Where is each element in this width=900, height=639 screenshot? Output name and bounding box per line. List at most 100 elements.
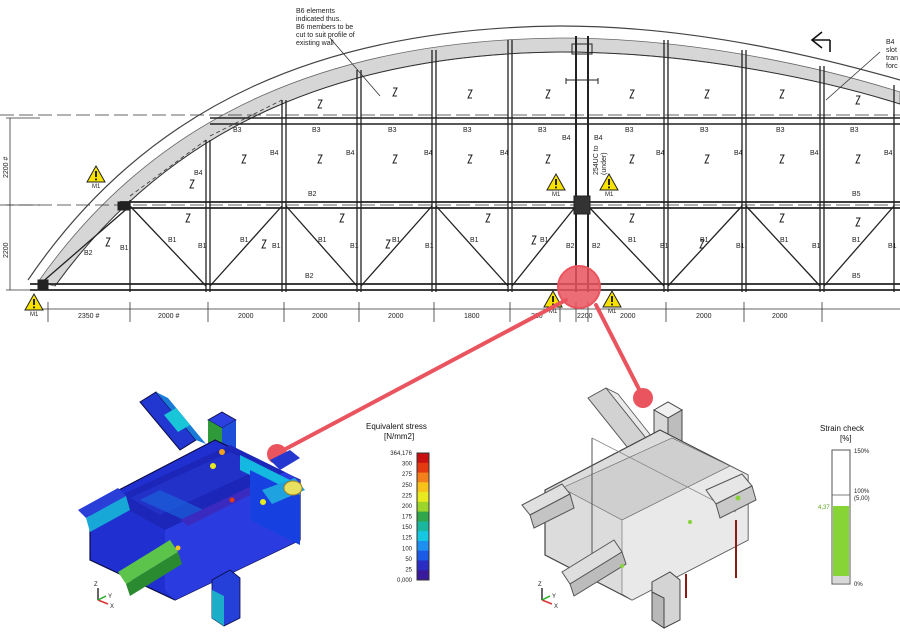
stress-color-segment	[417, 540, 429, 552]
svg-text:B4: B4	[656, 150, 665, 157]
warning-marker-2: M1	[24, 293, 44, 318]
svg-text:B5: B5	[852, 273, 861, 280]
stress-color-bar	[416, 452, 430, 581]
svg-text:B1: B1	[628, 237, 637, 244]
svg-text:B1: B1	[660, 243, 669, 250]
svg-text:B1: B1	[240, 237, 249, 244]
svg-text:B1: B1	[198, 243, 207, 250]
svg-text:B3: B3	[463, 127, 472, 134]
stress-color-segment	[417, 560, 429, 571]
stress-color-segment	[417, 550, 429, 561]
svg-text:X: X	[110, 604, 114, 610]
svg-text:Z: Z	[94, 582, 98, 588]
svg-text:B3: B3	[850, 127, 859, 134]
dim-labels: 2350 # 2000 # 2000 2000 2000 1800 220 22…	[78, 313, 788, 320]
stress-color-segment	[417, 531, 429, 542]
stress-color-segment	[417, 501, 429, 513]
stress-color-segment	[417, 453, 429, 464]
svg-text:2000: 2000	[238, 313, 254, 320]
svg-text:B4: B4	[734, 150, 743, 157]
svg-text:B4: B4	[562, 135, 571, 142]
svg-text:B1: B1	[852, 237, 861, 244]
svg-text:2000 #: 2000 #	[158, 313, 180, 320]
stress-tick-label: 0,000	[397, 578, 413, 584]
svg-text:B1: B1	[120, 245, 129, 252]
svg-text:B1: B1	[392, 237, 401, 244]
svg-text:B1: B1	[272, 243, 281, 250]
strain-bar-fill	[833, 506, 849, 576]
vertical-members	[129, 36, 895, 292]
svg-text:B3: B3	[776, 127, 785, 134]
svg-text:B5: B5	[852, 191, 861, 198]
warning-marker-4: M1	[599, 173, 619, 198]
svg-text:2000: 2000	[772, 313, 788, 320]
svg-text:M1: M1	[608, 309, 617, 315]
warning-marker-3: M1	[546, 173, 566, 198]
strain-bar-base	[833, 576, 849, 583]
note-b4: B4 slot tran forc	[886, 39, 900, 70]
svg-text:2000: 2000	[388, 313, 404, 320]
panel-marks	[105, 87, 861, 249]
svg-text:B1: B1	[736, 243, 745, 250]
section-arrow-icon	[810, 31, 831, 52]
svg-text:Y: Y	[108, 594, 112, 600]
svg-text:Y: Y	[552, 594, 556, 600]
stress-bar-frame	[416, 452, 430, 581]
structural-drawing: B6 elements indicated thus. B6 members t…	[0, 8, 900, 322]
stress-tick-label: 250	[402, 483, 413, 489]
stress-legend-title: Equivalent stress [N/mm2]	[366, 422, 429, 441]
svg-text:B3: B3	[700, 127, 709, 134]
callout-line-right	[594, 303, 645, 399]
strain-tick-100: 100%	[854, 489, 870, 495]
svg-text:M1: M1	[552, 192, 561, 198]
warning-marker-5: M1	[543, 290, 563, 315]
stress-ticks: 364,17630027525022520017515012510050250,…	[390, 451, 412, 584]
svg-text:B4: B4	[810, 150, 819, 157]
stress-tick-label: 100	[402, 546, 413, 552]
strain-tick-value: 4,37	[818, 505, 830, 511]
stress-tick-label: 200	[402, 504, 413, 510]
stress-legend: Equivalent stress [N/mm2] 364,1763002752…	[366, 422, 430, 584]
stress-tick-label: 275	[402, 472, 413, 478]
stress-color-segment	[417, 472, 429, 483]
chord-lines	[30, 117, 900, 291]
stress-tick-label: 125	[402, 536, 413, 542]
stress-color-segment	[417, 462, 429, 474]
arch-outer-line	[27, 25, 900, 281]
svg-text:Z: Z	[538, 582, 542, 588]
stress-color-segment	[417, 492, 429, 503]
strain-legend: Strain check [%] 150% 100% (5,00) 4,37 0…	[818, 424, 870, 588]
svg-text:B1: B1	[700, 237, 709, 244]
callout-lines	[276, 298, 645, 455]
axis-triad-right: Z Y X	[538, 582, 558, 610]
svg-text:B3: B3	[538, 127, 547, 134]
member-labels: B3 B3 B3 B3 B3 B3 B3 B3 B3 B2 B5 B2 B5 B…	[84, 127, 897, 280]
b6-members	[129, 99, 283, 197]
svg-text:2000: 2000	[312, 313, 328, 320]
svg-text:B2: B2	[84, 250, 93, 257]
leader-b6	[329, 37, 381, 97]
arch-inner-line	[54, 51, 900, 287]
svg-text:B2: B2	[566, 243, 575, 250]
svg-text:2350 #: 2350 #	[78, 313, 100, 320]
svg-text:B1: B1	[780, 237, 789, 244]
svg-text:B3: B3	[625, 127, 634, 134]
dim-v-1: 2200 #	[3, 156, 10, 178]
svg-text:B4: B4	[424, 150, 433, 157]
svg-text:B1: B1	[168, 237, 177, 244]
svg-text:B1: B1	[470, 237, 479, 244]
warning-marker-6: M1	[602, 290, 622, 315]
stress-tick-label: 300	[402, 462, 413, 468]
svg-text:B4: B4	[884, 150, 893, 157]
svg-text:B1: B1	[318, 237, 327, 244]
stress-tick-label: 25	[405, 567, 412, 573]
svg-text:B1: B1	[350, 243, 359, 250]
column-note: 254UC to (under)	[593, 143, 608, 175]
stress-tick-label: 175	[402, 515, 413, 521]
stress-color-segment	[417, 570, 429, 581]
svg-text:B3: B3	[233, 127, 242, 134]
svg-text:2000: 2000	[620, 313, 636, 320]
stress-color-segment	[417, 482, 429, 493]
svg-text:2200: 2200	[577, 313, 593, 320]
